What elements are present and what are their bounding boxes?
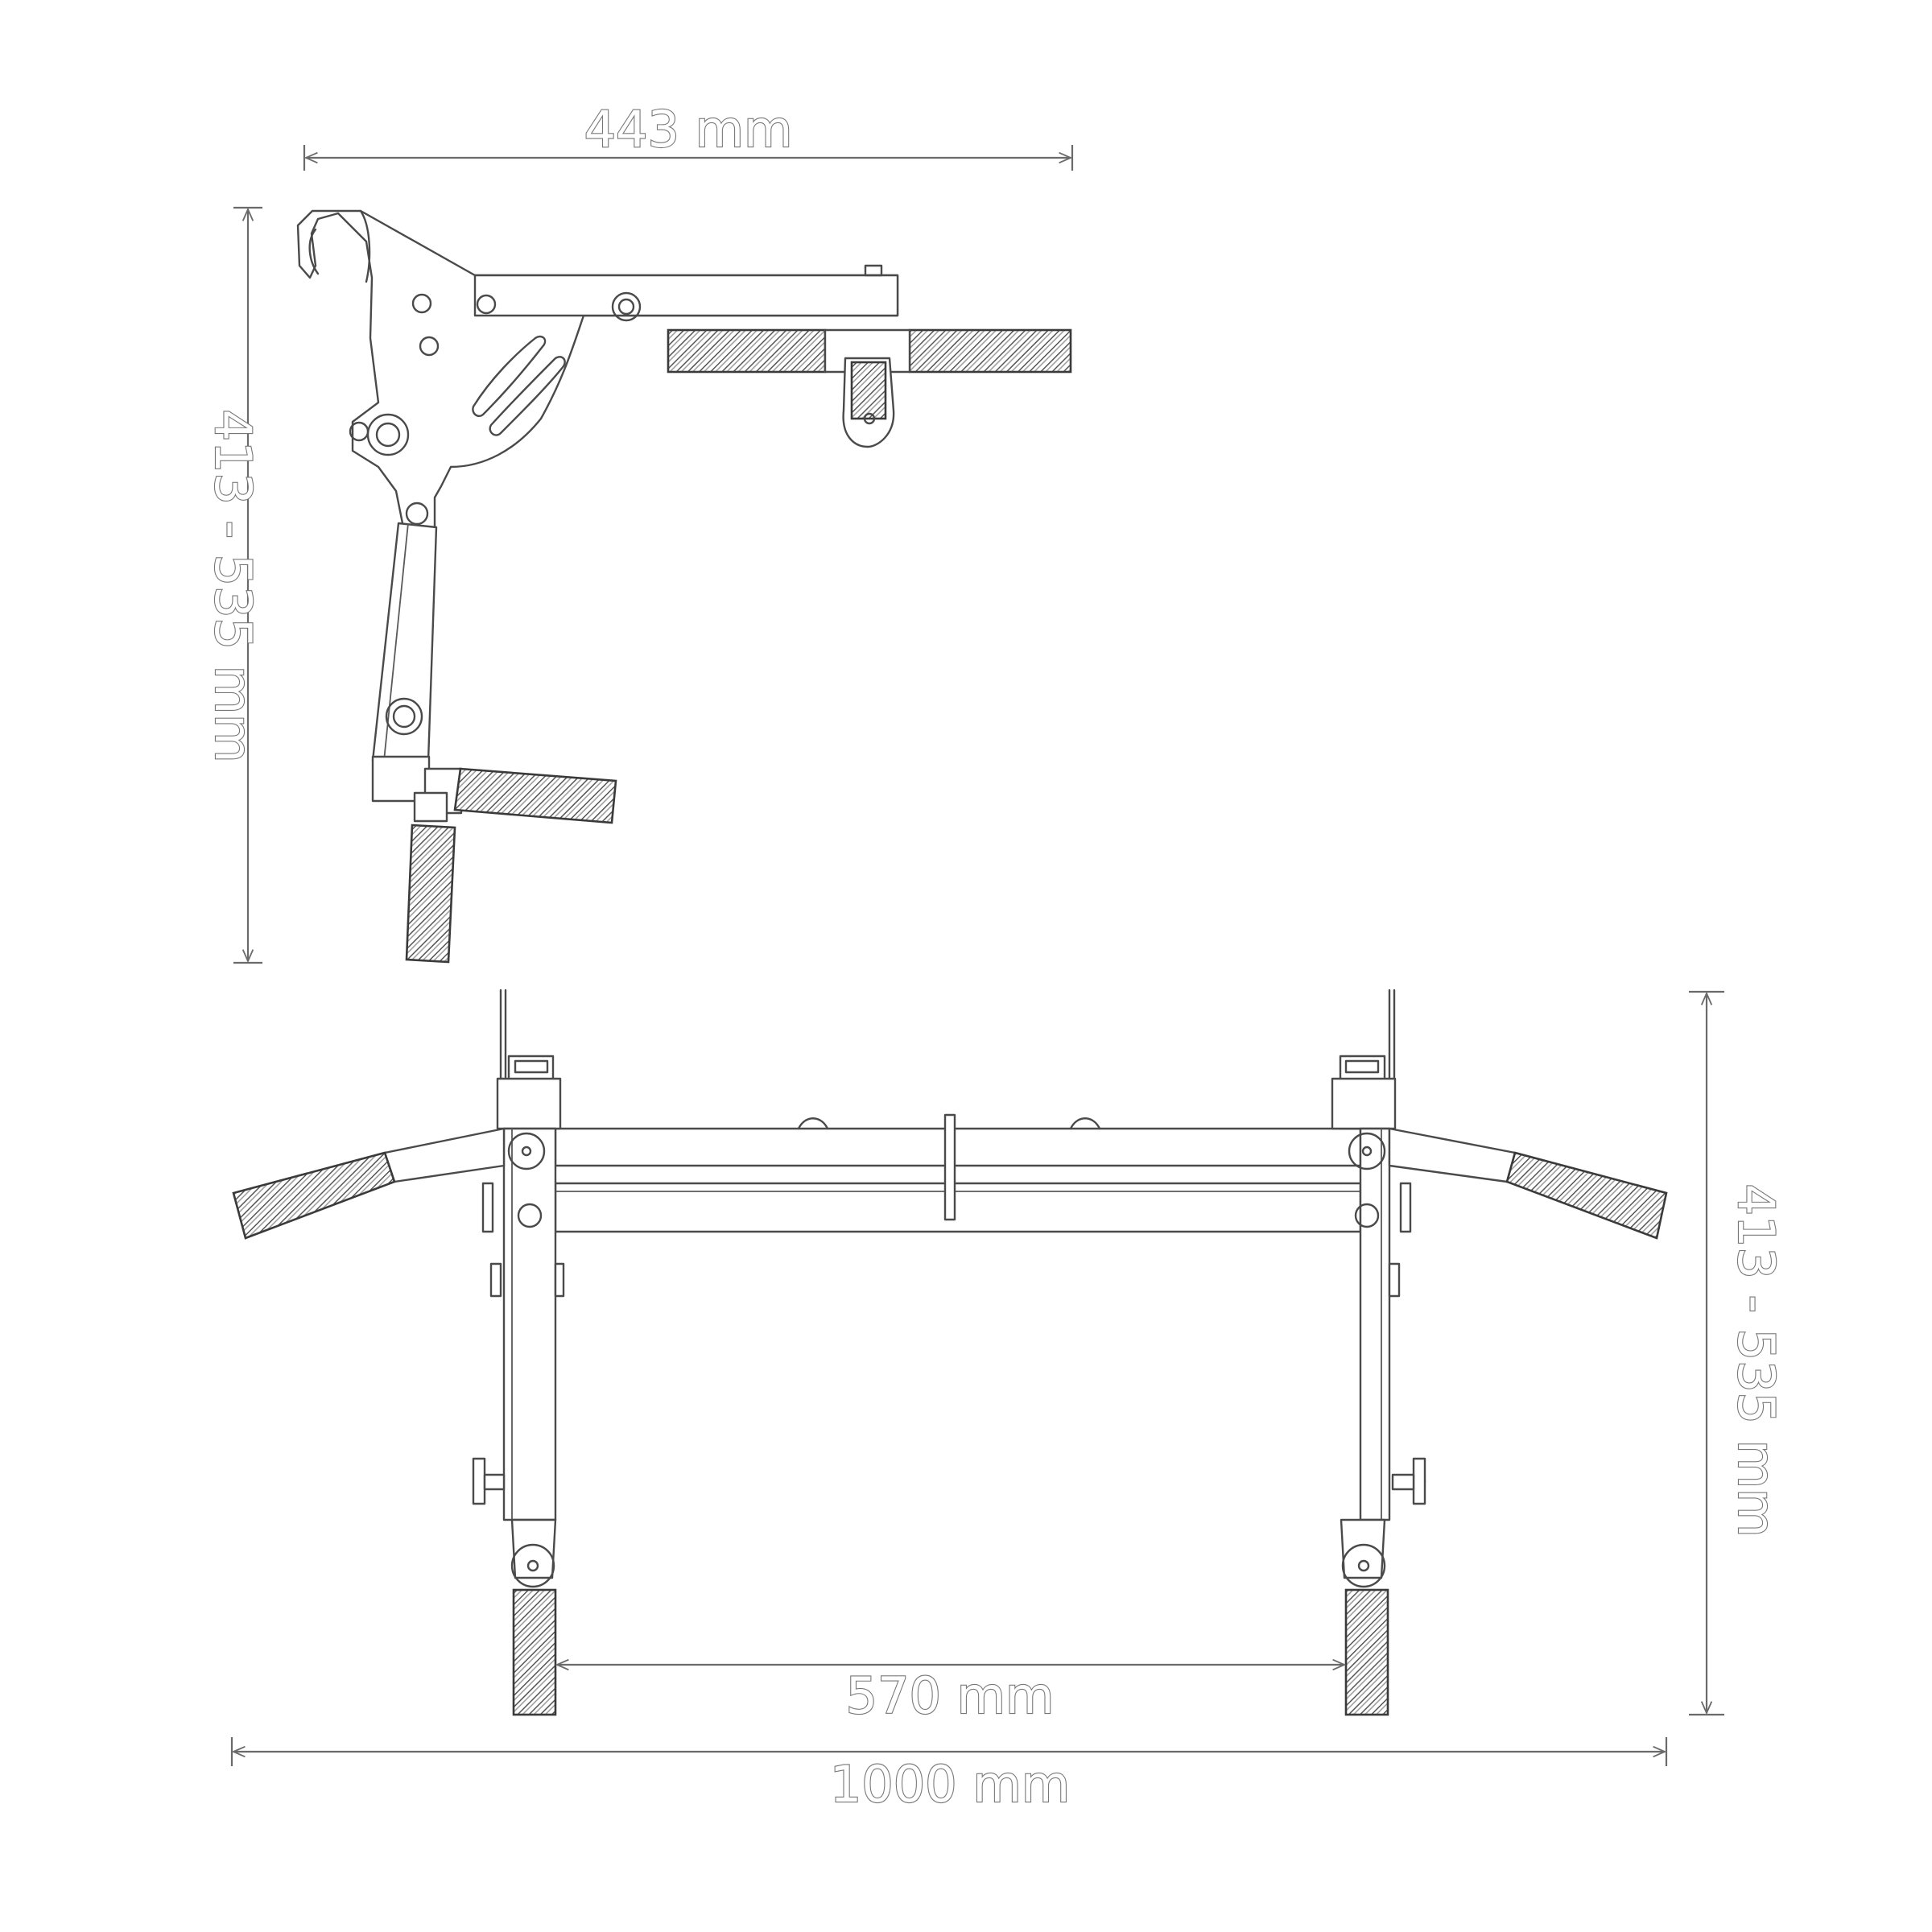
front-inner-width-dimension: 570 mm [557,1665,1344,1726]
side-width-dimension: 443 mm [303,99,1074,171]
front-right-lower-grip [1344,1588,1389,1716]
side-view: 443 mm 413 - 535 mm [203,99,1074,964]
front-inner-width-label: 570 mm [846,1666,1055,1725]
side-width-label: 443 mm [584,100,793,159]
front-center-pin [943,1113,956,1221]
side-mounting-plate [296,209,899,549]
front-overall-width-dimension: 1000 mm [230,1737,1668,1814]
side-top-grip-left [667,328,827,374]
front-overall-width-label: 1000 mm [830,1755,1070,1814]
side-top-grip-right [908,328,1072,374]
front-height-label: 413 - 535 mm [1727,1184,1785,1538]
front-left-upright [472,989,565,1716]
front-left-angled-handle [232,1127,506,1240]
side-lower-grip-vertical [405,824,456,964]
plate-slot-2 [489,356,566,436]
side-lower-grip-horizontal [453,767,617,824]
side-top-arm [473,274,899,317]
front-lower-rail [554,1182,1362,1233]
front-left-lower-grip [512,1588,557,1716]
front-top-rail [554,1127,1362,1167]
front-height-dimension: 413 - 535 mm [1689,990,1786,1716]
side-plate-holes [349,291,642,526]
wall-hook [308,209,371,283]
front-view: 413 - 535 mm 1000 mm [230,989,1786,1814]
plate-slot-1 [472,335,547,417]
front-right-angled-handle [1388,1127,1668,1240]
front-right-upright [1331,989,1426,1716]
side-height-label: 413 - 535 mm [204,410,262,763]
side-height-dimension: 413 - 535 mm [203,206,263,964]
